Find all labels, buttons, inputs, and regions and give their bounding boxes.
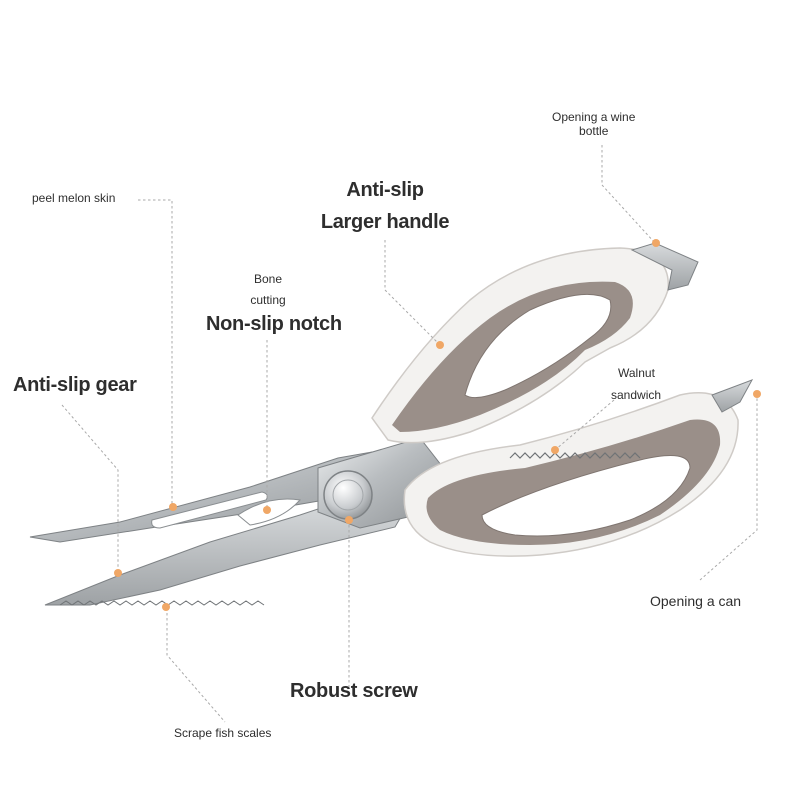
marker-walnut	[551, 446, 559, 454]
marker-gear	[114, 569, 122, 577]
walnut-cracker	[509, 452, 641, 459]
label-robust-screw: Robust screw	[290, 680, 418, 702]
label-larger-handle: Larger handle	[320, 211, 450, 233]
leader-melon	[138, 199, 173, 507]
lower-handle-hole	[481, 455, 691, 537]
marker-wine	[652, 239, 660, 247]
label-anti-slip: Anti-slip	[346, 179, 424, 201]
marker-screw	[345, 516, 353, 524]
label-walnut: Walnut	[618, 366, 655, 380]
leader-scales	[166, 608, 226, 723]
leader-handle	[384, 240, 441, 346]
leader-wine	[601, 145, 656, 244]
label-anti-slip-gear: Anti-slip gear	[13, 374, 137, 396]
serrated-edge	[59, 600, 265, 606]
marker-melon	[169, 503, 177, 511]
label-peel-melon: peel melon skin	[32, 191, 116, 205]
screw-inner	[332, 479, 364, 511]
label-bone: Bone	[253, 272, 283, 286]
screw	[323, 470, 373, 520]
can-opener-tip	[711, 379, 754, 413]
marker-scales	[162, 603, 170, 611]
upper-handle-hole	[464, 293, 612, 399]
label-sandwich: sandwich	[611, 388, 662, 402]
marker-notch	[263, 506, 271, 514]
leader-can	[699, 394, 758, 581]
label-non-slip-notch: Non-slip notch	[206, 313, 342, 335]
leader-gear	[61, 404, 119, 573]
label-cutting: cutting	[250, 293, 286, 307]
label-opening-can: Opening a can	[650, 593, 742, 609]
marker-can	[753, 390, 761, 398]
blade-slot	[151, 491, 268, 529]
marker-handle	[436, 341, 444, 349]
label-wine-opener: Opening a wine bottle	[552, 110, 636, 139]
label-scrape-fish-scales: Scrape fish scales	[174, 726, 272, 740]
